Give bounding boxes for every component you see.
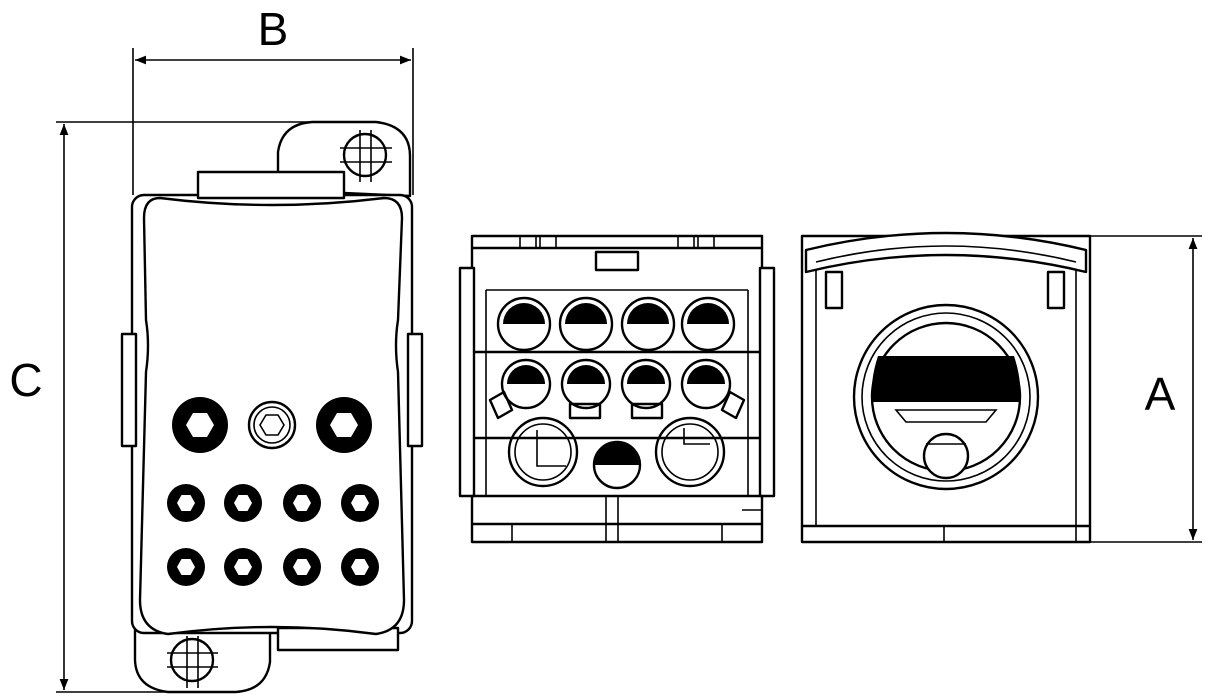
cable-entry-row-1 bbox=[496, 296, 736, 352]
dimension-a-label: A bbox=[1145, 368, 1176, 420]
small-terminal bbox=[167, 548, 205, 586]
left-side-clip bbox=[120, 332, 138, 448]
side-body bbox=[470, 234, 764, 544]
front-view bbox=[120, 120, 424, 694]
large-cable-entry bbox=[852, 303, 1040, 491]
small-terminal bbox=[224, 548, 262, 586]
front-cover bbox=[138, 196, 406, 636]
side-view bbox=[458, 234, 776, 544]
main-terminal-right bbox=[316, 397, 372, 453]
small-terminal bbox=[283, 484, 321, 522]
small-terminal bbox=[224, 484, 262, 522]
cable-entry-row-3 bbox=[507, 416, 726, 490]
small-terminal bbox=[283, 548, 321, 586]
main-terminal-center bbox=[247, 400, 297, 450]
dimension-c-label: C bbox=[9, 354, 42, 406]
main-terminal-left bbox=[172, 397, 228, 453]
small-terminal bbox=[341, 484, 379, 522]
cable-entry-row-2 bbox=[488, 358, 746, 420]
top-screw-icon bbox=[340, 130, 392, 182]
small-terminal bbox=[341, 548, 379, 586]
bottom-screw-icon bbox=[167, 636, 218, 688]
dimension-b-label: B bbox=[258, 3, 289, 55]
small-terminal bbox=[167, 484, 205, 522]
end-view bbox=[800, 231, 1092, 544]
dimension-a: A bbox=[1090, 235, 1202, 543]
right-side-clip bbox=[406, 332, 424, 448]
top-tab bbox=[196, 170, 346, 200]
small-terminals bbox=[167, 484, 379, 586]
dimension-c: C bbox=[9, 121, 310, 693]
